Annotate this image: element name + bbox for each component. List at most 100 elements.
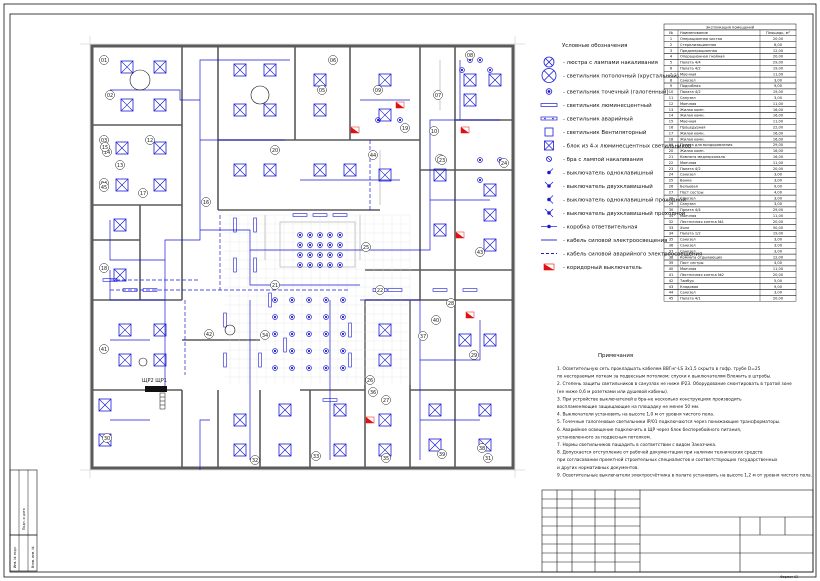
- explication-cell: Жилая комн.: [680, 137, 705, 141]
- fluorescent-block-icon: [263, 103, 277, 117]
- explication-cell: 16,00: [773, 108, 784, 112]
- explication-cell: 36: [669, 244, 674, 248]
- spotlight-icon: [307, 232, 313, 238]
- fluorescent-block-icon: [483, 238, 497, 252]
- room-marker: 45: [99, 182, 109, 192]
- fluorescent-block-icon: [428, 438, 442, 452]
- room-number: 13: [117, 163, 123, 169]
- explication-cell: 35: [669, 238, 674, 242]
- explication-cell: 8: [670, 78, 673, 82]
- fluorescent-lamp-icon: [223, 312, 227, 328]
- explication-cell: 26: [669, 185, 674, 189]
- fluorescent-lamp-icon: [122, 288, 138, 292]
- note-line: 3. При устройстве выключателей в бра-не …: [557, 395, 742, 402]
- fluorescent-block-icon: [478, 403, 492, 417]
- explication-cell: Моечная: [680, 214, 696, 218]
- explication-cell: Палата 4/1: [680, 297, 701, 301]
- room-marker: 02: [105, 90, 115, 100]
- explication-cell: 19: [669, 143, 674, 147]
- spotlight-icon: [297, 252, 303, 258]
- room-number: 37: [420, 334, 426, 340]
- legend-item: - светильник потолочный (хрустальный): [541, 68, 679, 83]
- room-number: 23: [439, 158, 445, 164]
- spotlight-icon: [327, 242, 333, 248]
- explication-cell: Лестничная клетка №1: [680, 220, 724, 224]
- wire-run: [420, 320, 481, 361]
- explication-cell: Санузел: [680, 173, 696, 177]
- explication-cell: 12,00: [773, 255, 784, 259]
- explication-cell: 20,00: [773, 55, 784, 59]
- explication-cell: 37: [669, 249, 674, 253]
- fluorescent-lamp-icon: [142, 288, 158, 292]
- fluorescent-block-icon: [333, 403, 347, 417]
- spotlight-icon: [323, 297, 329, 303]
- legend-item: - коробка ответвительная: [541, 225, 637, 231]
- room-number: 02: [107, 93, 113, 99]
- spotlight-icon: [340, 297, 346, 303]
- room-marker: 29: [469, 350, 479, 360]
- explication-cell: 15: [669, 120, 674, 124]
- fluorescent-block-icon: [433, 168, 447, 182]
- explication-cell: 3,00: [774, 238, 783, 242]
- explication-cell: 1: [670, 37, 672, 41]
- room-number: 20: [272, 148, 278, 154]
- fluorescent-lamp-icon: [432, 288, 448, 292]
- note-line: 2. Степень защиты светильников в санузла…: [557, 380, 792, 387]
- fluorescent-block-icon: [278, 403, 292, 417]
- spotlight-icon: [477, 157, 483, 163]
- notes: Примечания 1. Осветительную сеть проклад…: [557, 353, 812, 478]
- legend-x-circle-icon: [543, 56, 555, 68]
- explication-cell: 28: [669, 196, 674, 200]
- room-number: 28: [448, 301, 454, 307]
- room-marker: 01: [99, 55, 109, 65]
- legend-item-text: - выключатель двухклавишный: [563, 183, 653, 190]
- legend-item: - коридорный выключатель: [543, 263, 642, 271]
- explication-cell: 20,00: [773, 273, 784, 277]
- explication-cell: 29,00: [773, 61, 784, 65]
- explication-cell: Подсобная: [680, 84, 701, 88]
- explication-cell: Санузел: [680, 202, 696, 206]
- room-marker: 09: [373, 85, 383, 95]
- explication-cell: Холл: [680, 226, 689, 230]
- spotlight-icon: [297, 242, 303, 248]
- room-number: 26: [367, 378, 373, 384]
- fluorescent-lamp-icon: [348, 352, 352, 368]
- legend-dot-circle-icon: [545, 88, 553, 95]
- explication-cell: 30: [669, 208, 674, 212]
- legend-item-text: - блок из 4-х люминесцентных светильнико…: [563, 144, 691, 150]
- legend-square-icon: [544, 127, 554, 137]
- explication-cell: Санузел: [680, 96, 696, 100]
- explication-cell: 5: [670, 61, 672, 65]
- room-marker: 38: [477, 443, 487, 453]
- inner-frame: [9, 13, 814, 573]
- explication-cell: Моечная: [680, 161, 696, 165]
- panel-label: ЩР2 ЩР1: [142, 378, 167, 384]
- legend-x-square-icon: [544, 140, 554, 151]
- spotlight-icon: [375, 117, 381, 123]
- explication-cell: Операционная гнойная: [680, 55, 725, 59]
- room-number: 36: [370, 390, 376, 396]
- legend-bar-icon: [540, 103, 558, 107]
- explication-cell: 11,00: [773, 72, 784, 76]
- room-number: 06: [330, 58, 336, 64]
- room-number: 16: [203, 200, 209, 206]
- explication-cell: 38: [669, 255, 674, 259]
- side-stamp: Инв. № подл. Подп. и дата Взам. инв. №: [9, 469, 38, 572]
- wire-run: [110, 89, 200, 101]
- spotlight-icon: [459, 67, 465, 73]
- fluorescent-block-icon: [233, 103, 247, 117]
- fluorescent-block-icon: [313, 163, 327, 177]
- explication-cell: 16,00: [773, 114, 784, 118]
- note-line: (не ниже 0,6 м розетками или душевой каб…: [557, 388, 668, 395]
- fluorescent-block-icon: [113, 218, 127, 232]
- fluorescent-block-icon: [313, 73, 327, 87]
